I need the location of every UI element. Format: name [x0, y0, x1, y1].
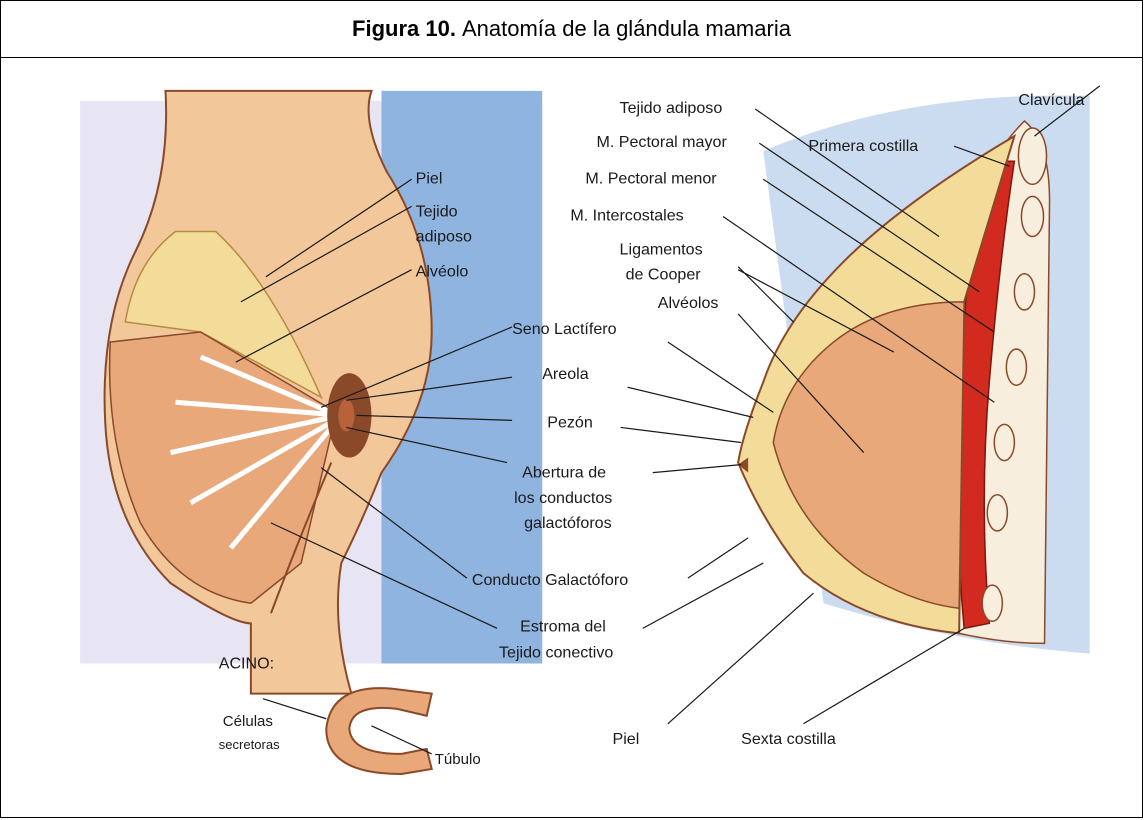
label-tejido-line1: Tejido: [416, 202, 458, 220]
label-estroma-line2: Tejido conectivo: [499, 643, 613, 661]
label-piel-left: Piel: [416, 169, 443, 187]
label-alveolos: Alvéolos: [658, 294, 719, 312]
figure-caption: Figura 10. Anatomía de la glándula mamar…: [0, 0, 1143, 58]
label-sexta-costilla: Sexta costilla: [741, 730, 836, 748]
label-ligamentos-line1: Ligamentos: [620, 241, 703, 259]
label-intercostales: M. Intercostales: [570, 206, 683, 224]
label-piel-right: Piel: [613, 730, 640, 748]
label-pectoral-mayor: M. Pectoral mayor: [596, 133, 727, 151]
label-tejido-line2: adiposo: [416, 228, 472, 246]
caption-title: Anatomía de la glándula mamaria: [462, 16, 791, 42]
label-conducto-galactoforo: Conducto Galactóforo: [472, 571, 628, 589]
label-estroma-line1: Estroma del: [520, 617, 606, 635]
label-tejido-adiposo: Tejido adiposo: [620, 99, 723, 117]
label-abertura-line2: los conductos: [514, 489, 612, 507]
label-areola: Areola: [542, 365, 588, 383]
label-celulas-line2: secretoras: [219, 737, 280, 752]
caption-label: Figura 10.: [352, 16, 456, 42]
label-abertura-line1: Abertura de: [522, 464, 606, 482]
label-tubulo: Túbulo: [435, 751, 481, 768]
breast-anatomy-illustration: Piel Tejido adiposo Alvéolo Seno Lactífe…: [58, 72, 1145, 817]
label-primera-costilla: Primera costilla: [808, 137, 918, 155]
label-seno-lactifero: Seno Lactífero: [512, 320, 617, 338]
left-nipple: [338, 399, 354, 431]
label-clavicula: Clavícula: [1018, 91, 1084, 109]
label-ligamentos-line2: de Cooper: [626, 266, 702, 284]
label-pezon: Pezón: [547, 413, 593, 431]
label-pectoral-menor: M. Pectoral menor: [585, 169, 717, 187]
label-abertura-line3: galactóforos: [524, 514, 612, 532]
label-acino: ACINO:: [219, 655, 274, 673]
acino-diagram: [326, 688, 431, 774]
label-alveolo: Alvéolo: [416, 263, 469, 281]
label-celulas-line1: Células: [223, 713, 273, 730]
